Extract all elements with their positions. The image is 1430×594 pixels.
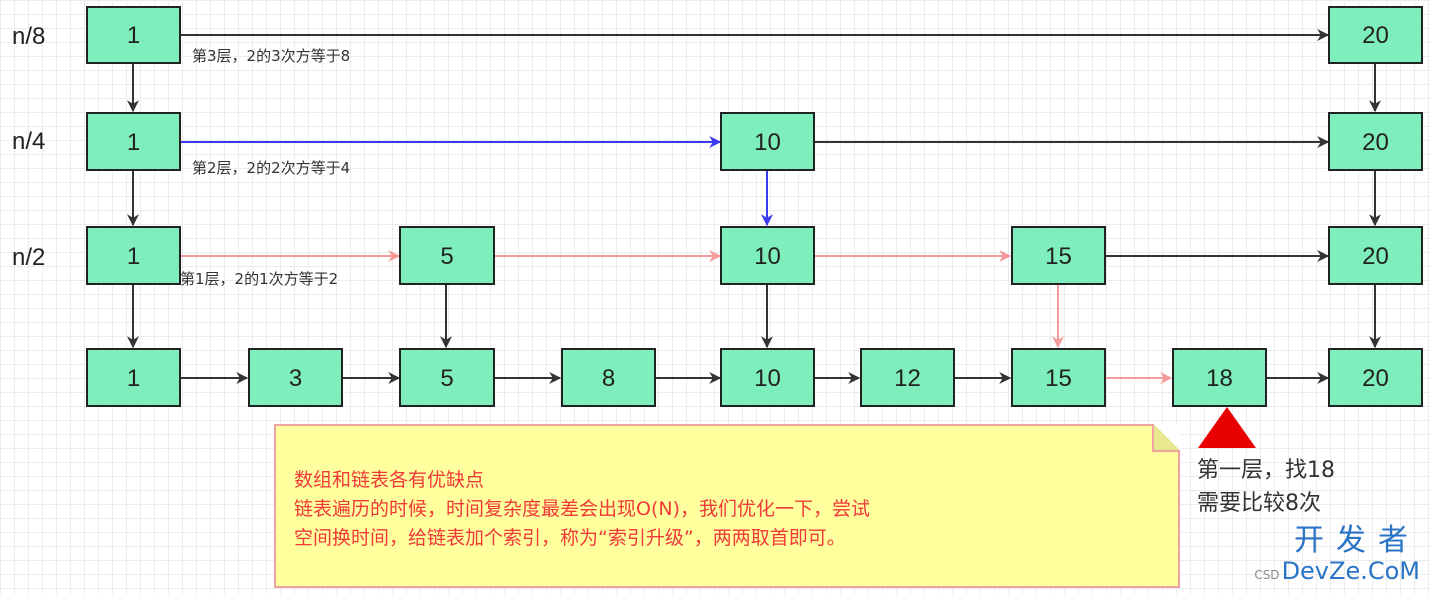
svg-text:12: 12	[894, 365, 921, 392]
svg-text:10: 10	[754, 365, 781, 392]
svg-text:18: 18	[1206, 365, 1233, 392]
node-base-18: 18	[1172, 348, 1267, 407]
node-base-3: 3	[248, 348, 343, 407]
layer-note-3: 第3层，2的3次方等于8	[192, 47, 350, 65]
svg-text:5: 5	[440, 243, 453, 270]
search-annotation: 第一层，找18 需要比较8次	[1197, 454, 1335, 520]
svg-text:1: 1	[127, 243, 140, 270]
node-l2-20: 20	[1328, 112, 1423, 171]
svg-text:20: 20	[1362, 129, 1389, 156]
target-marker-triangle-icon	[1198, 407, 1256, 448]
node-l1-5: 5	[399, 226, 495, 285]
svg-text:10: 10	[754, 243, 781, 270]
node-base-15: 15	[1011, 348, 1106, 407]
svg-text:10: 10	[754, 129, 781, 156]
svg-text:3: 3	[289, 365, 302, 392]
node-base-8: 8	[561, 348, 656, 407]
node-base-5: 5	[399, 348, 495, 407]
note-line-2: 链表遍历的时候，时间复杂度最差会出现O(N)，我们优化一下，尝试	[294, 498, 870, 520]
svg-text:20: 20	[1362, 243, 1389, 270]
level-label-n2: n/2	[12, 244, 45, 271]
svg-text:20: 20	[1362, 22, 1389, 49]
node-l2-10: 10	[720, 112, 815, 171]
node-base-12: 12	[860, 348, 955, 407]
watermark: 开发者 CSDDevZe.CoM	[1254, 524, 1420, 588]
node-l3-20: 20	[1328, 6, 1423, 64]
node-base-10: 10	[720, 348, 815, 407]
note-line-3: 空间换时间，给链表加个索引，称为“索引升级”，两两取首即可。	[294, 527, 846, 549]
node-l1-15: 15	[1011, 226, 1106, 285]
svg-text:1: 1	[127, 129, 140, 156]
watermark-domain: CSDDevZe.CoM	[1254, 558, 1420, 588]
level-label-n8: n/8	[12, 23, 45, 50]
search-annotation-line-1: 第一层，找18	[1197, 458, 1335, 483]
search-annotation-line-2: 需要比较8次	[1197, 491, 1321, 516]
note-text: 数组和链表各有优缺点 链表遍历的时候，时间复杂度最差会出现O(N)，我们优化一下…	[294, 466, 870, 553]
level-label-n4: n/4	[12, 128, 45, 155]
svg-text:5: 5	[440, 365, 453, 392]
watermark-title: 开发者	[1294, 523, 1420, 558]
svg-text:1: 1	[127, 365, 140, 392]
node-base-20: 20	[1328, 348, 1423, 407]
layer-note-2: 第2层，2的2次方等于4	[192, 159, 350, 177]
svg-text:1: 1	[127, 22, 140, 49]
node-l1-1: 1	[86, 226, 181, 285]
node-l1-10: 10	[720, 226, 815, 285]
svg-text:8: 8	[602, 365, 615, 392]
node-base-1: 1	[86, 348, 181, 407]
node-l3-1: 1	[86, 6, 181, 64]
watermark-domain-text: DevZe.CoM	[1281, 557, 1420, 585]
layer-note-1: 第1层，2的1次方等于2	[180, 270, 338, 288]
svg-text:15: 15	[1045, 365, 1072, 392]
note-fold-corner	[1152, 424, 1180, 452]
note-line-1: 数组和链表各有优缺点	[294, 469, 485, 491]
node-l1-20: 20	[1328, 226, 1423, 285]
watermark-prefix: CSD	[1254, 568, 1280, 582]
explanation-note: 数组和链表各有优缺点 链表遍历的时候，时间复杂度最差会出现O(N)，我们优化一下…	[274, 424, 1180, 588]
svg-text:15: 15	[1045, 243, 1072, 270]
svg-text:20: 20	[1362, 365, 1389, 392]
node-l2-1: 1	[86, 112, 181, 171]
